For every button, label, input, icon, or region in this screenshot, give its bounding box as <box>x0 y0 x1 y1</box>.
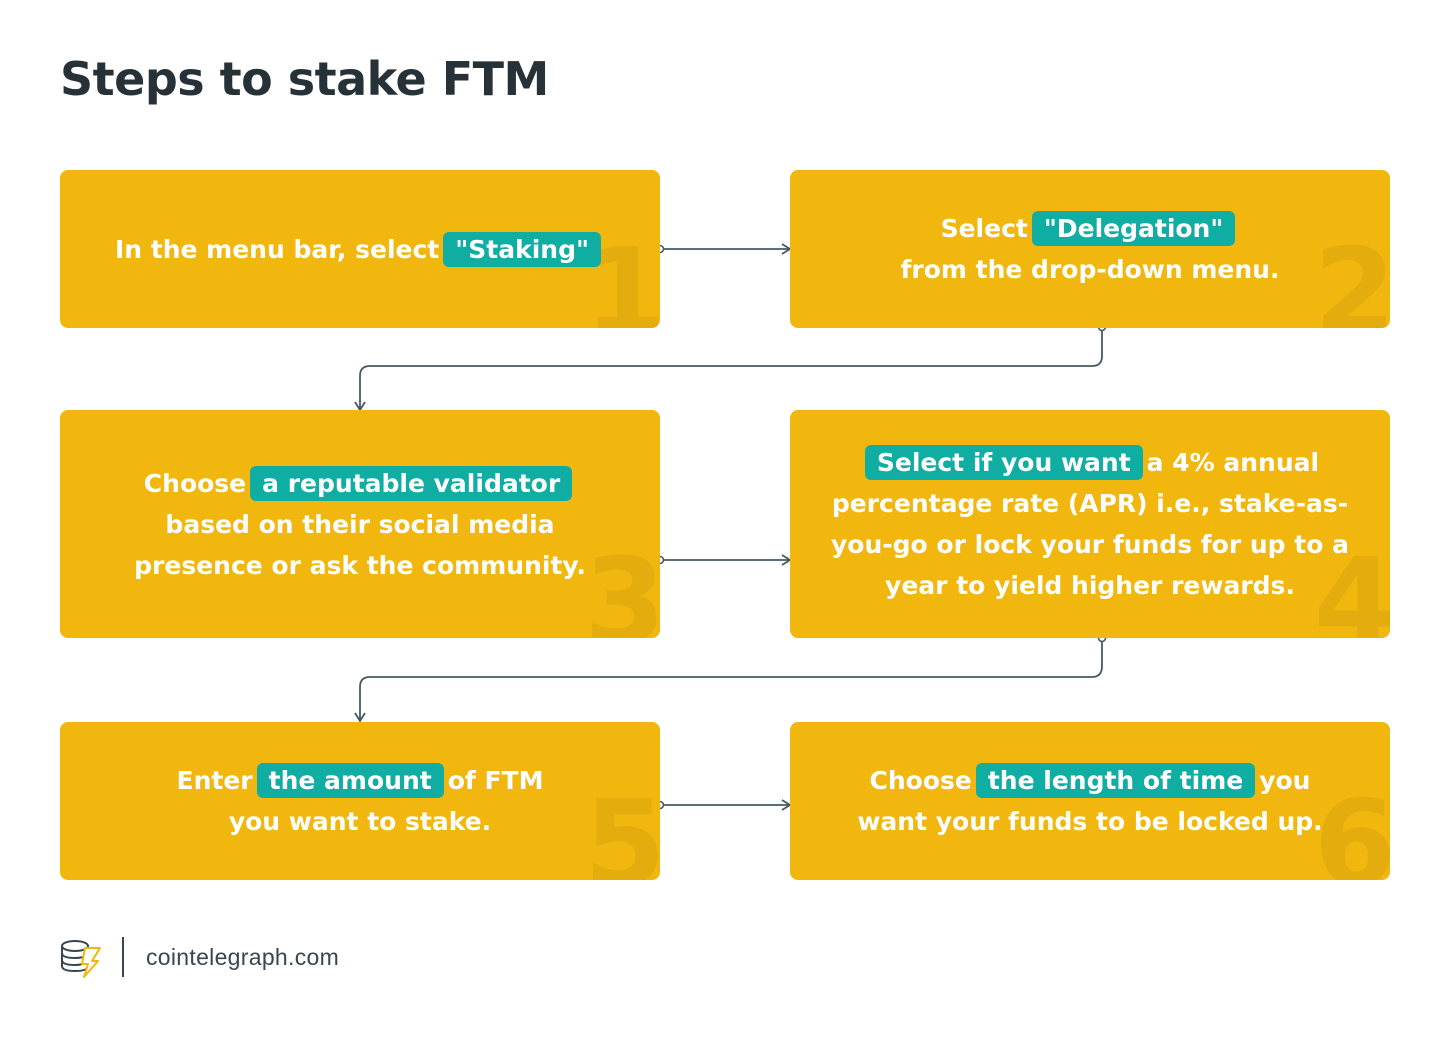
step-number: 3 <box>583 532 660 638</box>
step-text-segment: year to yield higher rewards. <box>885 571 1295 600</box>
step-number: 2 <box>1313 222 1390 328</box>
cointelegraph-logo-icon <box>61 940 101 978</box>
step-text-segment: want your funds to be locked up. <box>857 807 1323 836</box>
site-name: cointelegraph.com <box>146 943 340 970</box>
step-card-1: 1 In the menu bar, select"Staking" <box>60 170 660 328</box>
footer-divider <box>122 937 124 977</box>
arrow-step4-to-step5 <box>354 642 1103 723</box>
step-text-segment: presence or ask the community. <box>134 550 586 580</box>
step-text-segment: you want to stake. <box>228 807 492 836</box>
highlight-pill: the length of time <box>975 763 1256 798</box>
step-number: 4 <box>1313 532 1390 638</box>
step-text-segment: In the menu bar, select <box>114 234 440 264</box>
step-text-segment: of FTM <box>447 766 544 795</box>
step-text-segment: percentage rate (APR) i.e., stake-as- <box>831 489 1349 518</box>
arrow-step2-to-step3 <box>354 331 1103 412</box>
highlight-pill: a reputable validator <box>250 465 573 501</box>
step-text-segment: Choose <box>143 468 247 498</box>
step-text: Select"Delegation" from the drop-down men… <box>861 208 1320 290</box>
step-text-segment: from the drop-down menu. <box>900 255 1280 284</box>
footer: cointelegraph.com <box>58 934 339 980</box>
highlight-pill: "Delegation" <box>1031 211 1236 246</box>
step-text-segment: Enter <box>176 766 253 795</box>
step-text-segment: a 4% annual <box>1146 448 1320 477</box>
highlight-pill: the amount <box>256 763 444 798</box>
step-text-segment: based on their social media <box>165 509 555 539</box>
step-text-segment: Select <box>940 214 1028 243</box>
highlight-pill: Select if you want <box>864 445 1143 480</box>
step-text-segment: you-go or lock your funds for up to a <box>831 530 1349 559</box>
step-text-segment: Choose <box>869 766 972 795</box>
step-text: In the menu bar, select"Staking" <box>75 229 645 270</box>
page-title: Steps to stake FTM <box>60 52 549 106</box>
step-number: 6 <box>1313 774 1390 880</box>
highlight-pill: "Staking" <box>443 231 602 267</box>
step-card-2: 2 Select"Delegation" from the drop-down m… <box>790 170 1390 328</box>
step-text-segment: you <box>1259 766 1311 795</box>
step-number: 5 <box>583 774 660 880</box>
